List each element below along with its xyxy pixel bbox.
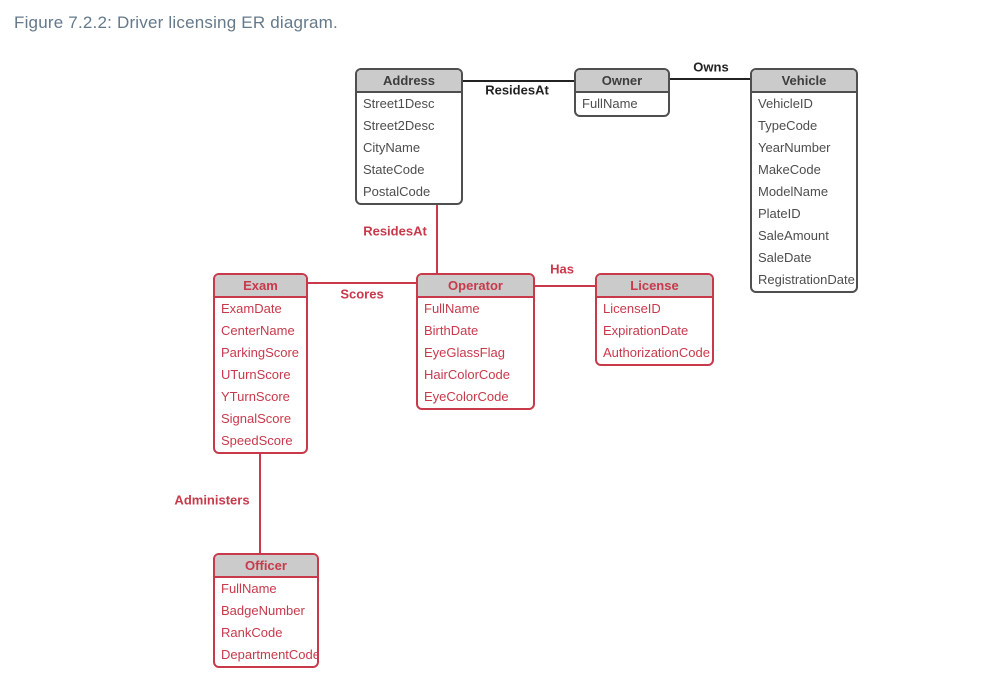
entity-header: License (597, 275, 712, 298)
attribute-speedscore: SpeedScore (221, 433, 293, 448)
relationship-label-residesat: ResidesAt (485, 82, 549, 98)
attribute-cityname: CityName (363, 140, 421, 155)
attribute-postalcode: PostalCode (363, 184, 431, 199)
entity-attribute-list: FullName (576, 93, 668, 115)
attribute-fullname: FullName (221, 581, 277, 596)
attribute-typecode: TypeCode (758, 118, 818, 133)
attribute-haircolorcode: HairColorCode (424, 367, 510, 382)
attribute-street1desc: Street1Desc (363, 96, 435, 111)
attribute-badgenumber: BadgeNumber (221, 603, 305, 618)
relationship-label-owns: Owns (693, 59, 729, 75)
attribute-licenseid: LicenseID (603, 301, 661, 316)
attribute-yturnscore: YTurnScore (221, 389, 290, 404)
attribute-plateid: PlateID (758, 206, 801, 221)
relationship-label-scores: Scores (340, 286, 384, 302)
attribute-yearnumber: YearNumber (758, 140, 831, 155)
entity-header: Officer (215, 555, 317, 578)
relationship-label-has: Has (550, 261, 574, 277)
attribute-registrationdate: RegistrationDate (758, 272, 855, 287)
entity-header: Operator (418, 275, 533, 298)
attribute-saleamount: SaleAmount (758, 228, 829, 243)
attribute-statecode: StateCode (363, 162, 425, 177)
attribute-departmentcode: DepartmentCode (221, 647, 317, 662)
attribute-makecode: MakeCode (758, 162, 821, 177)
entity-header: Address (357, 70, 461, 93)
attribute-authorizationcode: AuthorizationCode (603, 345, 710, 360)
attribute-parkingscore: ParkingScore (221, 345, 300, 360)
entity-header: Vehicle (752, 70, 856, 93)
attribute-signalscore: SignalScore (221, 411, 292, 426)
figure-caption: Figure 7.2.2: Driver licensing ER diagra… (14, 13, 338, 32)
attribute-birthdate: BirthDate (424, 323, 479, 338)
attribute-vehicleid: VehicleID (758, 96, 813, 111)
attribute-centername: CenterName (221, 323, 295, 338)
entity-owner: Owner FullName (574, 68, 670, 117)
attribute-eyeglassflag: EyeGlassFlag (424, 345, 505, 360)
attribute-saledate: SaleDate (758, 250, 812, 265)
attribute-expirationdate: ExpirationDate (603, 323, 689, 338)
attribute-eyecolorcode: EyeColorCode (424, 389, 509, 404)
entity-header: Exam (215, 275, 306, 298)
attribute-rankcode: RankCode (221, 625, 283, 640)
attribute-modelname: ModelName (758, 184, 829, 199)
attribute-examdate: ExamDate (221, 301, 282, 316)
entity-header: Owner (576, 70, 668, 93)
relationship-label-administers: Administers (174, 492, 250, 508)
attribute-uturnscore: UTurnScore (221, 367, 291, 382)
attribute-fullname: FullName (424, 301, 480, 316)
attribute-fullname: FullName (582, 96, 638, 111)
relationship-label-residesat: ResidesAt (363, 223, 427, 239)
attribute-street2desc: Street2Desc (363, 118, 435, 133)
